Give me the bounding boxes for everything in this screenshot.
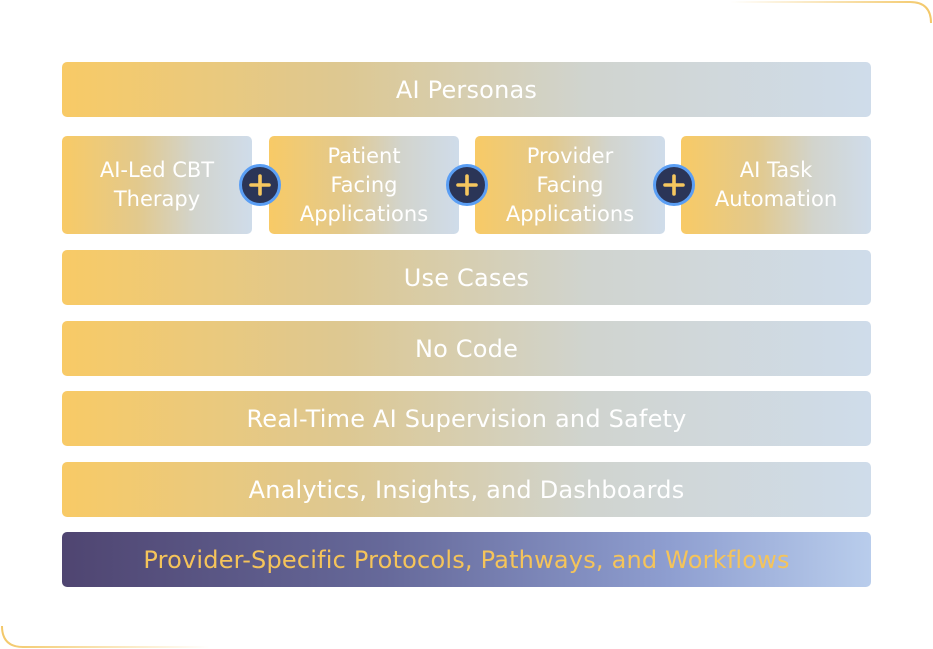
layer-no-code-label: No Code (414, 334, 519, 363)
layer-provider-protocols-label: Provider-Specific Protocols, Pathways, a… (143, 545, 790, 574)
layer-analytics: Analytics, Insights, and Dashboards (62, 462, 871, 517)
module-patient-facing-label: Patient Facing Applications (299, 143, 429, 226)
module-task-automation: AI Task Automation (681, 136, 871, 234)
plus-icon (239, 164, 281, 206)
layer-supervision-safety: Real-Time AI Supervision and Safety (62, 391, 871, 446)
layer-supervision-safety-label: Real-Time AI Supervision and Safety (246, 404, 687, 433)
module-cbt-therapy-label: AI-Led CBT Therapy (99, 158, 215, 211)
plus-icon (446, 164, 488, 206)
layer-provider-protocols: Provider-Specific Protocols, Pathways, a… (62, 532, 871, 587)
module-patient-facing: Patient Facing Applications (269, 136, 459, 234)
layer-no-code: No Code (62, 321, 871, 376)
module-cbt-therapy: AI-Led CBT Therapy (62, 136, 252, 234)
module-task-automation-label: AI Task Automation (714, 158, 838, 211)
layer-use-cases-label: Use Cases (403, 263, 530, 292)
module-provider-facing: Provider Facing Applications (475, 136, 665, 234)
layer-use-cases: Use Cases (62, 250, 871, 305)
layer-analytics-label: Analytics, Insights, and Dashboards (248, 475, 685, 504)
module-provider-facing-label: Provider Facing Applications (505, 143, 635, 226)
plus-icon (653, 164, 695, 206)
layer-ai-personas: AI Personas (62, 62, 871, 117)
layer-ai-personas-label: AI Personas (395, 75, 538, 104)
